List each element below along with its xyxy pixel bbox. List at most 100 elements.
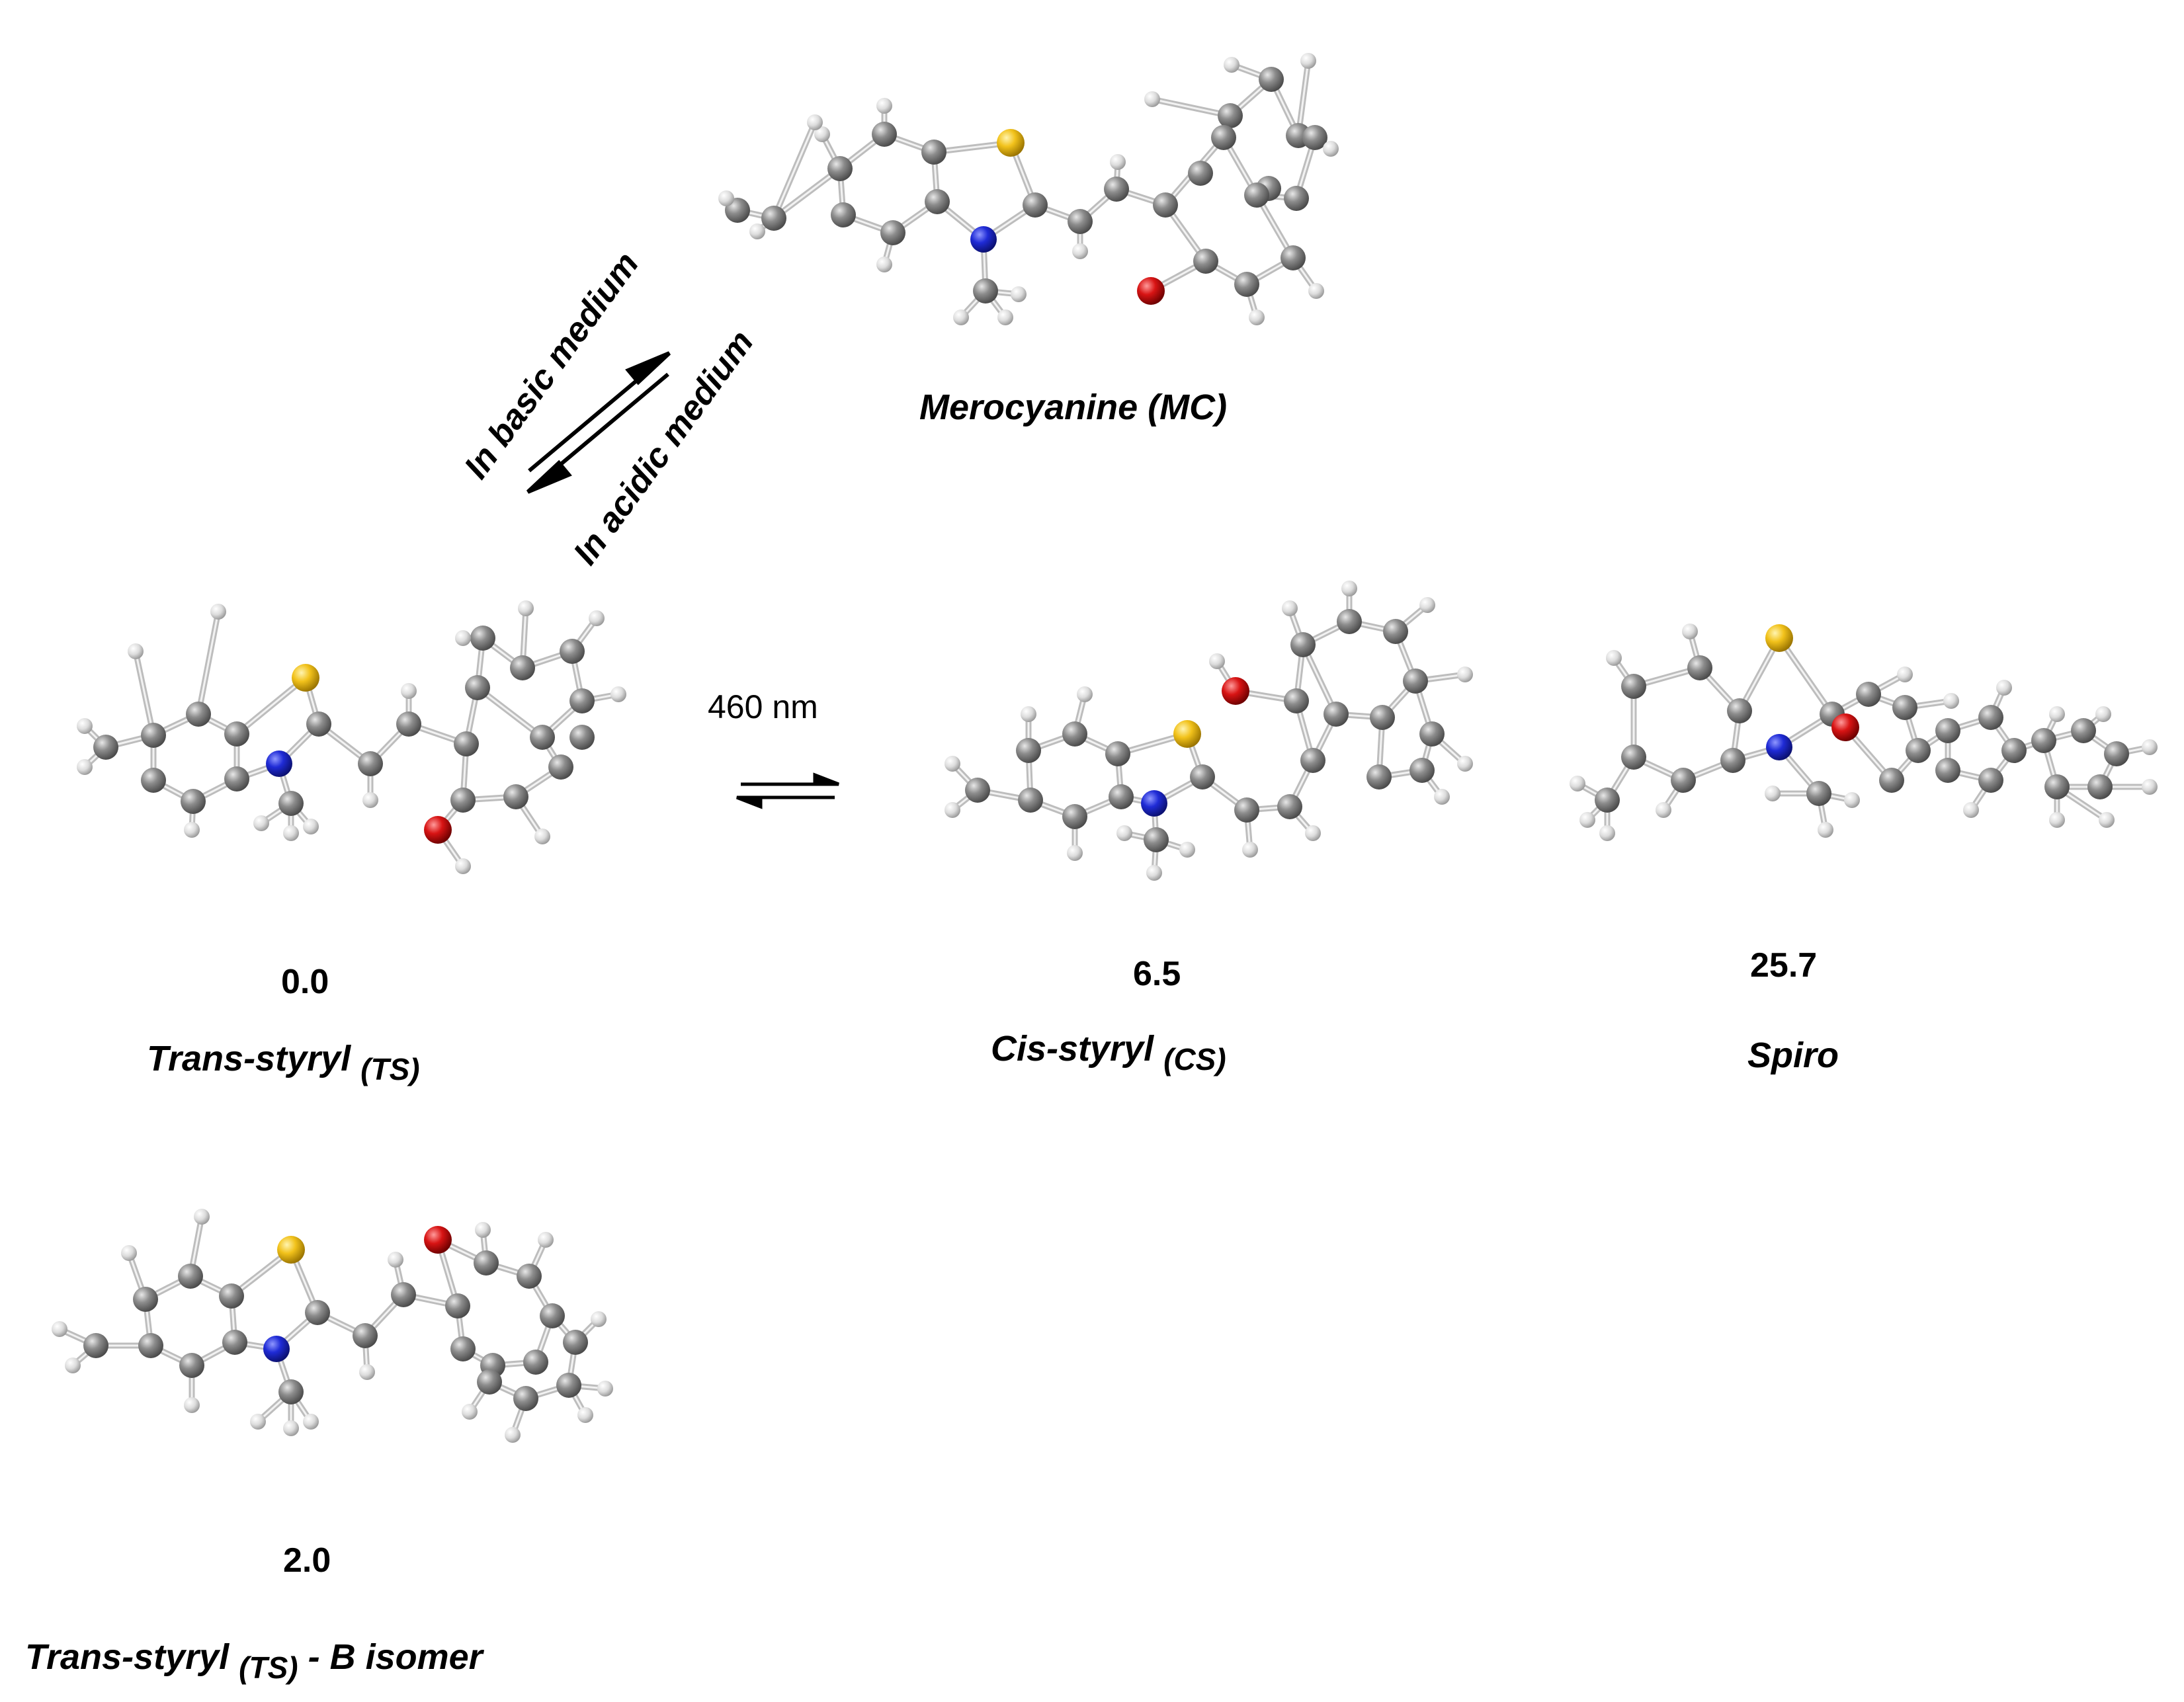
hydrogen-atom bbox=[128, 643, 144, 659]
hydrogen-atom bbox=[1116, 825, 1132, 841]
carbon-atom bbox=[965, 778, 990, 803]
hydrogen-atom bbox=[1308, 283, 1324, 299]
hydrogen-atom bbox=[475, 1222, 491, 1238]
cis-styryl-name: Cis-styryl (CS) bbox=[991, 1029, 1226, 1076]
hydrogen-atom bbox=[1765, 786, 1781, 801]
carbon-atom bbox=[1419, 721, 1445, 747]
hydrogen-atom bbox=[1072, 243, 1088, 259]
hydrogen-atom bbox=[455, 858, 471, 874]
carbon-atom bbox=[278, 1379, 304, 1404]
sulfur-atom bbox=[1173, 720, 1201, 748]
hydrogen-atom bbox=[1579, 812, 1595, 828]
hydrogen-atom bbox=[1323, 141, 1339, 157]
trans-styryl-energy: 0.0 bbox=[281, 963, 329, 1001]
hydrogen-atom bbox=[610, 686, 626, 702]
bond-highlight bbox=[236, 676, 306, 735]
carbon-atom bbox=[1290, 632, 1316, 657]
carbon-atom bbox=[761, 206, 786, 231]
carbon-atom bbox=[1062, 804, 1087, 829]
carbon-atom bbox=[1284, 688, 1309, 713]
carbon-atom bbox=[1595, 788, 1620, 813]
hydrogen-atom bbox=[534, 829, 550, 844]
oxygen-atom bbox=[1831, 713, 1859, 741]
hydrogen-atom bbox=[401, 683, 417, 699]
carbon-atom bbox=[2044, 774, 2070, 799]
hydrogen-atom bbox=[250, 1414, 266, 1430]
hydrogen-atom bbox=[362, 792, 378, 808]
bond-highlight bbox=[1302, 644, 1337, 715]
hydrogen-atom bbox=[953, 309, 969, 325]
carbon-atom bbox=[569, 688, 595, 713]
nitrogen-atom bbox=[263, 1336, 290, 1362]
carbon-atom bbox=[450, 1336, 476, 1361]
nitrogen-atom bbox=[1766, 734, 1792, 760]
carbon-atom bbox=[1277, 794, 1302, 819]
hydrogen-atom bbox=[283, 825, 299, 841]
carbon-atom bbox=[880, 220, 905, 245]
carbon-atom bbox=[1188, 161, 1213, 186]
carbon-atom bbox=[445, 1293, 470, 1318]
carbon-atom bbox=[2001, 738, 2027, 763]
spiro-molecule bbox=[1570, 624, 2158, 841]
carbon-atom bbox=[1259, 67, 1284, 92]
carbon-atom bbox=[973, 278, 998, 304]
bond-highlight bbox=[477, 686, 543, 739]
carbon-atom bbox=[1892, 695, 1917, 720]
hydrogen-atom bbox=[1146, 865, 1162, 881]
hydrogen-atom bbox=[2142, 779, 2158, 795]
carbon-atom bbox=[831, 202, 856, 227]
carbon-atom bbox=[1281, 245, 1306, 270]
hydrogen-atom bbox=[1021, 706, 1036, 722]
carbon-atom bbox=[1935, 718, 1960, 743]
carbon-atom bbox=[556, 1373, 581, 1398]
bond-highlight bbox=[773, 167, 841, 220]
carbon-atom bbox=[138, 1333, 163, 1358]
nitrogen-atom bbox=[970, 226, 997, 253]
carbon-atom bbox=[1300, 748, 1325, 773]
hydrogen-atom bbox=[1434, 789, 1450, 805]
carbon-atom bbox=[219, 1283, 244, 1309]
hydrogen-atom bbox=[577, 1407, 593, 1423]
hydrogen-atom bbox=[1110, 154, 1126, 170]
hydrogen-atom bbox=[1844, 792, 1860, 808]
acid-base-equilibrium-arrows bbox=[526, 351, 671, 494]
hydrogen-atom bbox=[945, 802, 960, 818]
carbon-atom bbox=[1109, 784, 1134, 809]
carbon-atom bbox=[1687, 655, 1712, 680]
hydrogen-atom bbox=[1144, 91, 1160, 107]
carbon-atom bbox=[1856, 682, 1881, 707]
hydrogen-atom bbox=[303, 1414, 319, 1430]
carbon-atom bbox=[563, 1330, 588, 1355]
trans-styryl-b-name: Trans-styryl (TS) - B isomer bbox=[25, 1637, 483, 1685]
hydrogen-atom bbox=[1011, 286, 1027, 302]
hydrogen-atom bbox=[876, 98, 892, 114]
carbon-atom bbox=[1671, 768, 1696, 793]
carbon-atom bbox=[391, 1282, 416, 1307]
carbon-atom bbox=[278, 791, 304, 816]
hydrogen-atom bbox=[65, 1358, 81, 1373]
hydrogen-atom bbox=[749, 223, 765, 239]
oxygen-atom bbox=[424, 816, 452, 844]
carbon-atom bbox=[1366, 764, 1392, 790]
hydrogen-atom bbox=[505, 1427, 521, 1443]
merocyanine-name: Merocyanine (MC) bbox=[919, 387, 1228, 427]
hydrogen-atom bbox=[1457, 667, 1473, 682]
carbon-atom bbox=[1978, 768, 2003, 793]
carbon-atom bbox=[517, 1264, 542, 1289]
hydrogen-atom bbox=[1242, 842, 1258, 858]
carbon-atom bbox=[465, 675, 490, 700]
hydrogen-atom bbox=[77, 718, 93, 734]
carbon-atom bbox=[2071, 718, 2096, 743]
hydrogen-atom bbox=[184, 1397, 200, 1413]
carbon-atom bbox=[1720, 748, 1745, 773]
hydrogen-atom bbox=[455, 630, 471, 646]
carbon-atom bbox=[1234, 272, 1259, 297]
carbon-atom bbox=[872, 122, 897, 147]
hydrogen-atom bbox=[1341, 581, 1357, 596]
trans-styryl-name: Trans-styryl (TS) bbox=[147, 1039, 420, 1086]
carbon-atom bbox=[1018, 788, 1043, 813]
hydrogen-atom bbox=[876, 257, 892, 272]
carbon-atom bbox=[1906, 738, 1931, 763]
hydrogen-atom bbox=[1570, 776, 1585, 791]
hydrogen-atom bbox=[597, 1381, 613, 1397]
